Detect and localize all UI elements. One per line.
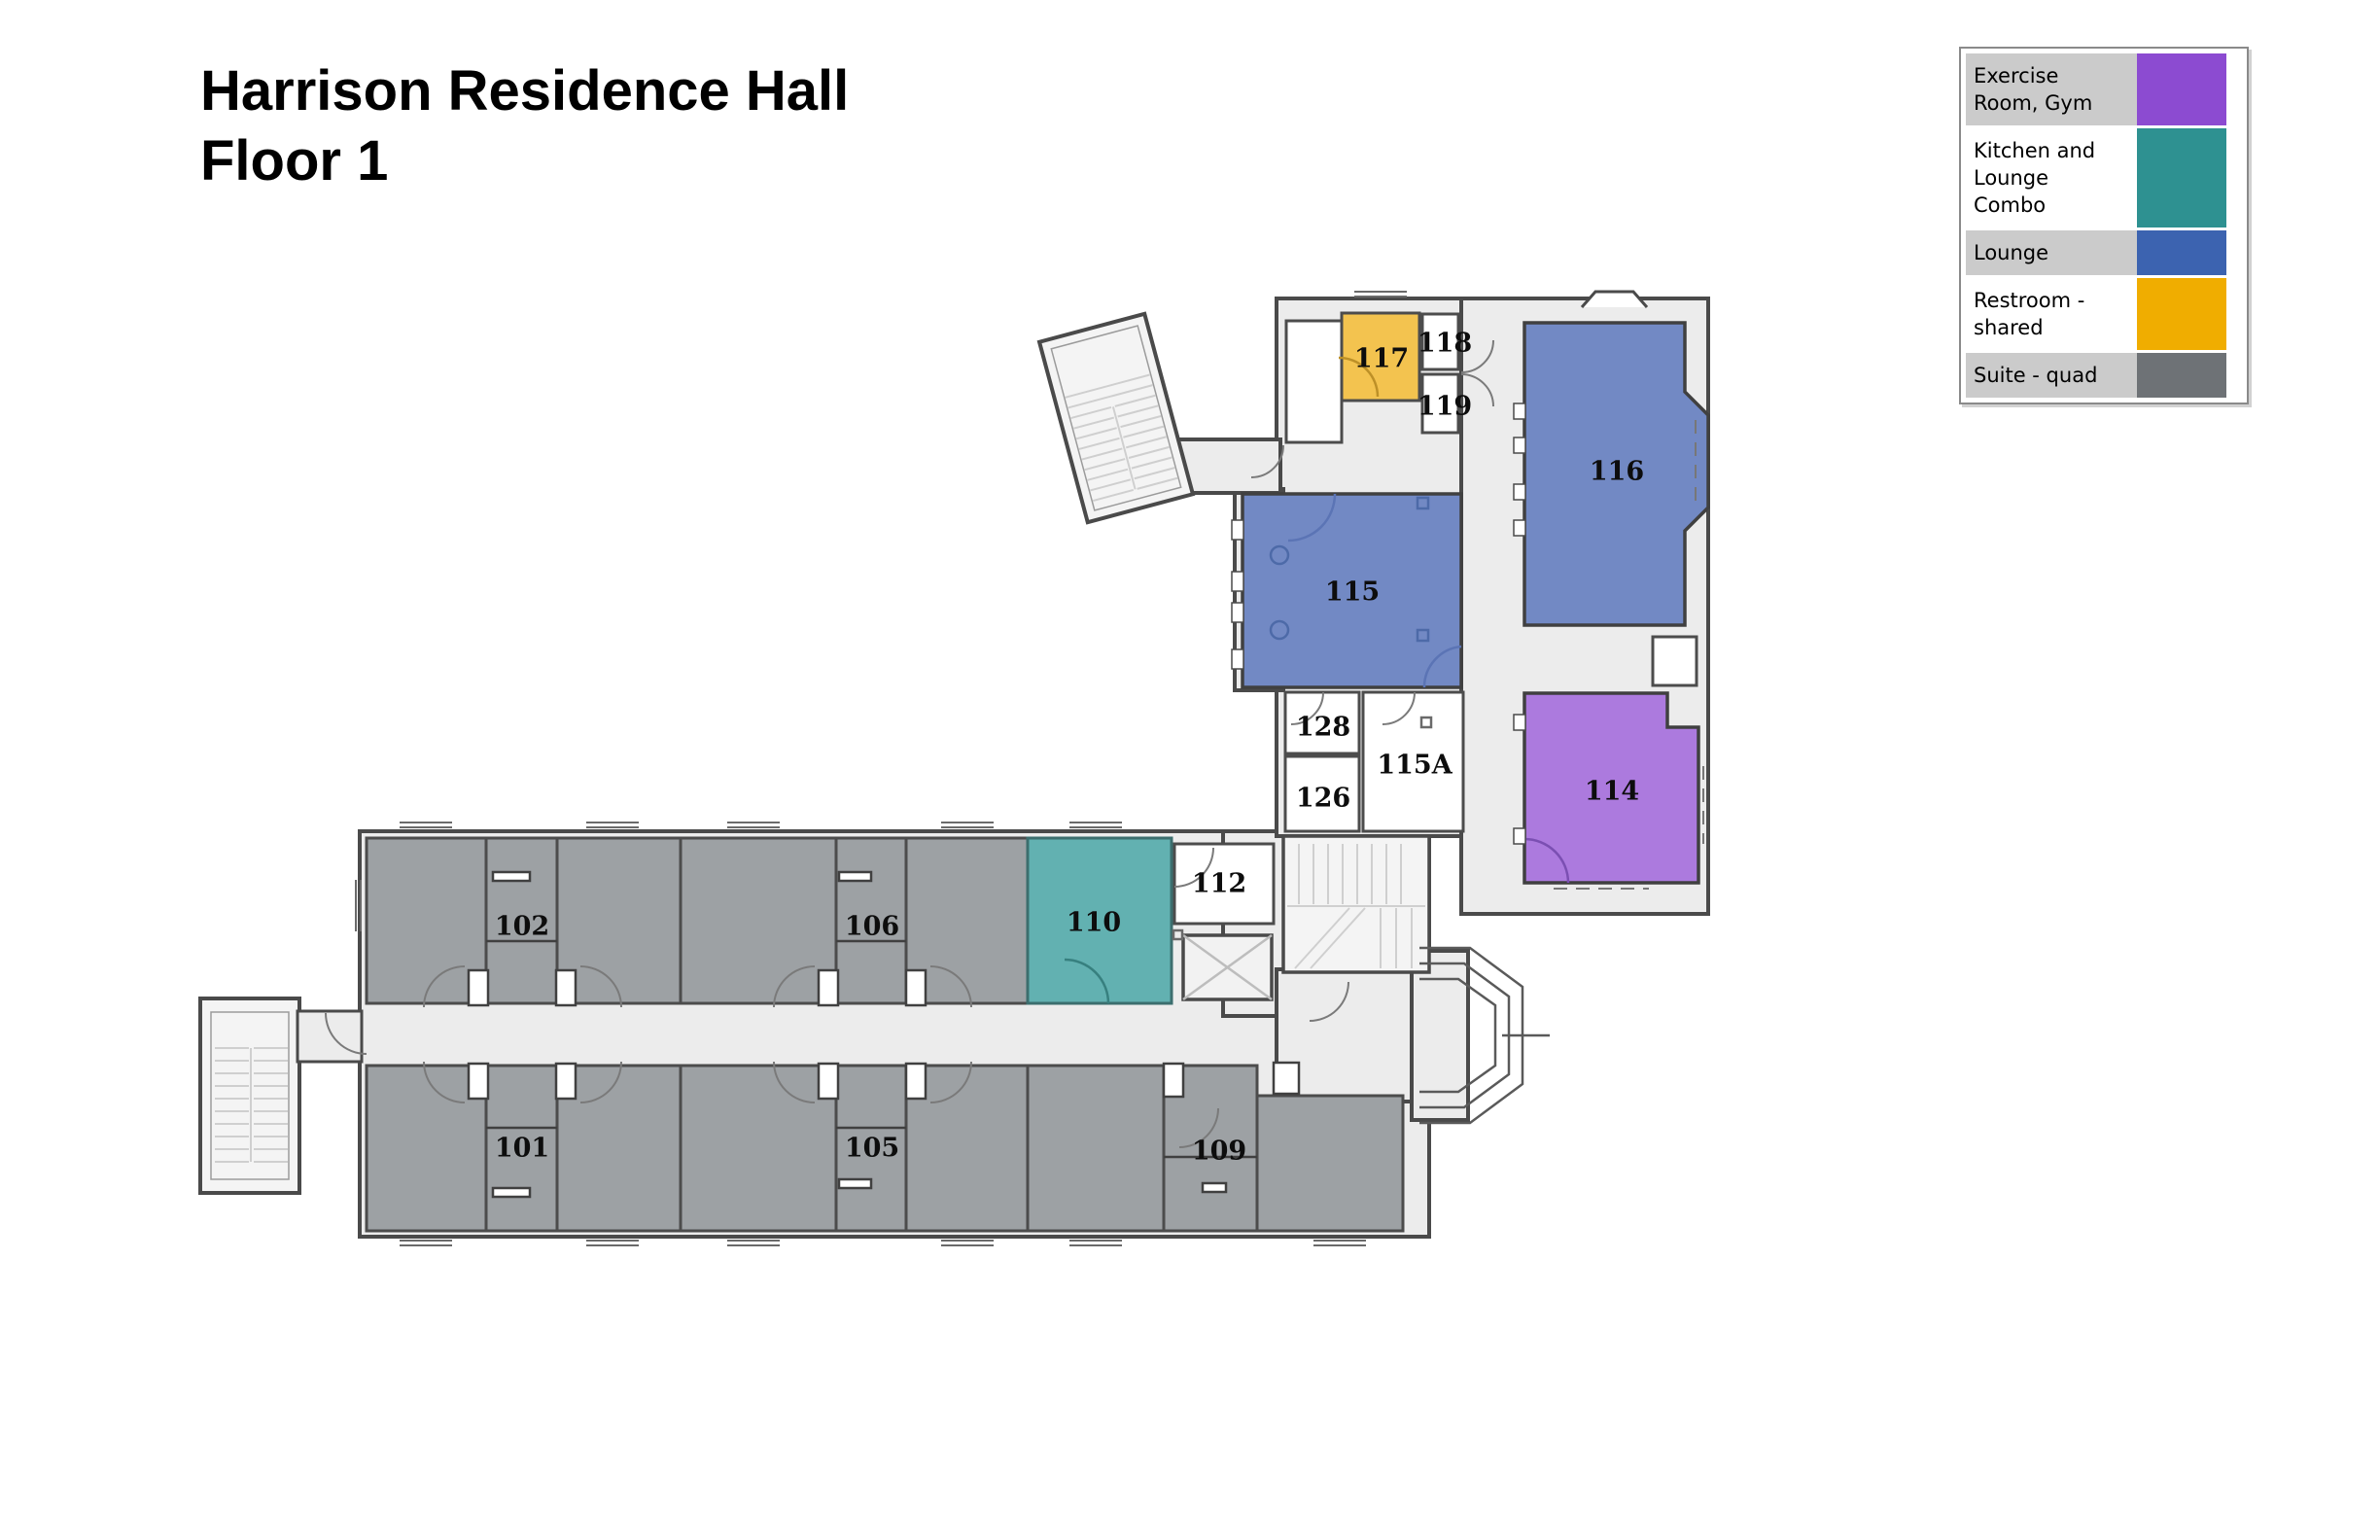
stair-treads-north <box>1065 373 1178 503</box>
room-115 <box>1241 492 1463 689</box>
room-117 <box>1340 311 1421 402</box>
legend-item-suite-quad: Suite - quad <box>1966 353 2242 398</box>
room-119 <box>1420 372 1460 435</box>
suite-room <box>365 836 488 1005</box>
room-label-101: 101 <box>495 1133 549 1163</box>
legend-item-restroom-shared: Restroom - shared <box>1966 278 2242 350</box>
suite-closets <box>467 870 1301 1199</box>
room-112 <box>1172 842 1276 926</box>
legend-label: Lounge <box>1966 230 2137 275</box>
page-title: Harrison Residence Hall Floor 1 <box>200 56 849 196</box>
room-105 <box>834 1064 908 1233</box>
legend: Exercise Room, Gym Kitchen and Lounge Co… <box>1959 47 2249 404</box>
legend-swatch-lounge <box>2137 230 2226 275</box>
room-label-117: 117 <box>1354 343 1409 373</box>
door-arc-115a <box>1287 493 1337 542</box>
suite-partitions <box>486 939 1257 1159</box>
entry-hall <box>1410 949 1470 1122</box>
closet-room <box>1651 635 1698 687</box>
suite-room <box>1255 1094 1405 1233</box>
room-labels: 102 106 110 112 101 105 109 117 118 119 … <box>495 328 1644 1166</box>
entry-vestibule <box>1275 967 1424 1103</box>
legend-item-exercise-room-gym: Exercise Room, Gym <box>1966 53 2242 125</box>
legend-item-lounge: Lounge <box>1966 230 2242 275</box>
bay-window-bump <box>1580 290 1649 308</box>
elevator <box>1181 933 1274 1001</box>
room-106 <box>834 836 908 1005</box>
stairwell-central <box>1281 834 1431 974</box>
room-label-128: 128 <box>1296 712 1350 742</box>
window-ticks <box>355 291 1407 1246</box>
legend-item-kitchen-lounge-combo: Kitchen and Lounge Combo <box>1966 128 2242 228</box>
room-115A <box>1361 690 1465 833</box>
room-102 <box>484 836 559 1005</box>
door-arc-114 <box>1523 837 1570 884</box>
door-arc-110 <box>1064 958 1110 1004</box>
window-dashes <box>1554 420 1704 890</box>
legend-label: Exercise Room, Gym <box>1966 53 2137 125</box>
room-label-112: 112 <box>1192 868 1246 898</box>
room-116 <box>1522 321 1710 627</box>
room-label-105: 105 <box>845 1133 899 1163</box>
stairwell-north <box>1036 311 1196 525</box>
stair-treads-west <box>215 1047 288 1163</box>
door-arc-115b <box>1422 645 1462 688</box>
legend-swatch-kitchen-lounge-combo <box>2137 128 2226 228</box>
room-label-114: 114 <box>1585 776 1639 806</box>
room-126 <box>1283 754 1361 833</box>
suite-room <box>365 1064 488 1233</box>
suite-room <box>679 836 838 1005</box>
room-label-126: 126 <box>1296 783 1350 813</box>
door-arc-117 <box>1338 356 1380 398</box>
legend-swatch-restroom-shared <box>2137 278 2226 350</box>
room-label-116: 116 <box>1590 456 1644 486</box>
room-label-102: 102 <box>495 911 549 941</box>
entry-bay <box>1419 946 1550 1125</box>
stairwell-west <box>198 997 364 1195</box>
suite-rooms-top <box>365 836 1030 1005</box>
room-label-119: 119 <box>1418 391 1472 421</box>
legend-label: Suite - quad <box>1966 353 2137 398</box>
suite-room <box>555 1064 682 1233</box>
floor-name: Floor 1 <box>200 129 389 192</box>
room-fixtures <box>1172 496 1433 941</box>
room-label-118: 118 <box>1418 328 1472 358</box>
room-118 <box>1420 312 1460 371</box>
suite-rooms-bottom <box>365 1064 1405 1233</box>
utility-room <box>1284 319 1344 444</box>
suite-room <box>679 1064 838 1233</box>
room-label-109: 109 <box>1192 1136 1246 1166</box>
building-name: Harrison Residence Hall <box>200 59 850 122</box>
suite-room <box>1026 1064 1166 1233</box>
stair-treads-central <box>1287 844 1425 969</box>
legend-label: Kitchen and Lounge Combo <box>1966 128 2137 228</box>
room-label-106: 106 <box>845 911 899 941</box>
room-label-115: 115 <box>1325 577 1380 607</box>
legend-swatch-exercise-room-gym <box>2137 53 2226 125</box>
room-label-110: 110 <box>1067 907 1121 937</box>
room-114 <box>1522 691 1700 885</box>
legend-label: Restroom - shared <box>1966 278 2137 350</box>
legend-swatch-suite-quad <box>2137 353 2226 398</box>
door-arcs <box>325 339 1494 1148</box>
wall-window-tabs <box>1231 402 1526 845</box>
room-label-115A: 115A <box>1377 750 1452 780</box>
